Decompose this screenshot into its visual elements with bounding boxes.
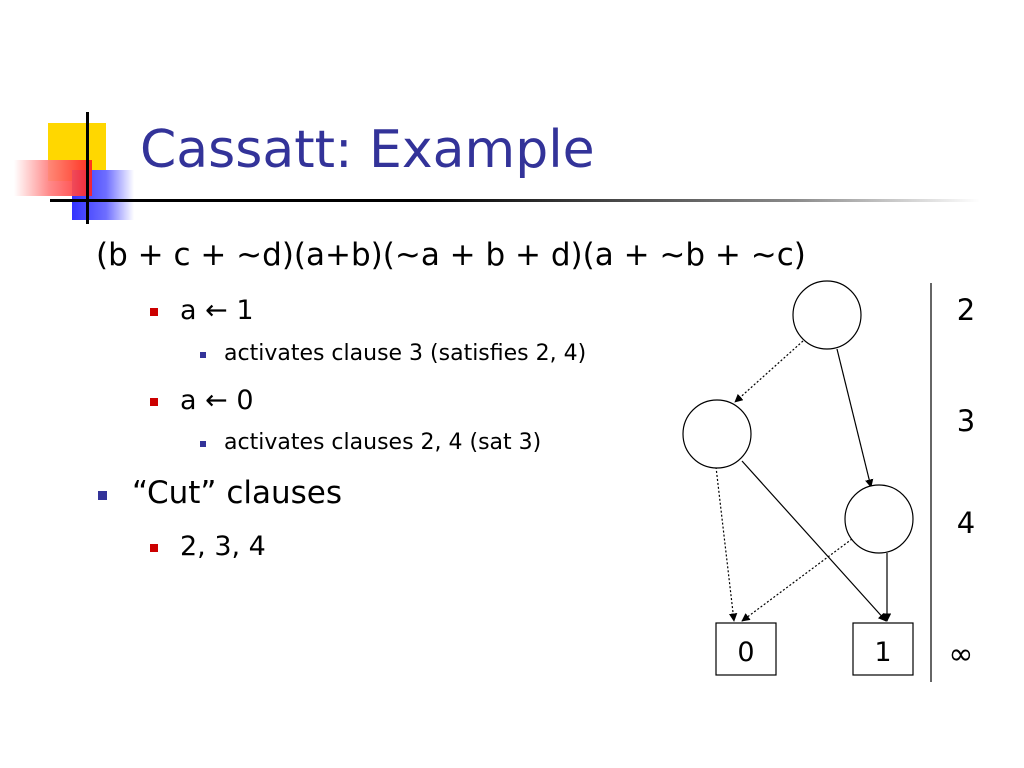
bullet-marker: [200, 441, 206, 447]
bullet-a-gets-1: a ← 1: [150, 295, 254, 326]
level-label-4: 4: [957, 506, 975, 540]
bullet-cut-clauses: “Cut” clauses: [98, 475, 342, 511]
bullet-text: a ← 0: [180, 385, 254, 416]
bullet-marker: [98, 491, 107, 500]
bullet-marker: [150, 398, 158, 406]
bullet-marker: [150, 544, 158, 552]
node-top: [792, 280, 862, 350]
edge-top-high: [836, 348, 874, 488]
bullet-text: activates clause 3 (satisfies 2, 4): [224, 341, 587, 366]
level-label-2: 2: [957, 293, 975, 327]
cnf-formula: (b + c + ~d)(a+b)(~a + b + d)(a + ~b + ~…: [96, 237, 806, 273]
node-left: [682, 399, 752, 469]
sub-bullet-a0-detail: activates clauses 2, 4 (sat 3): [200, 430, 542, 455]
bullet-a-gets-0: a ← 0: [150, 385, 254, 416]
edge-top-low: [734, 340, 804, 403]
bullet-text: “Cut” clauses: [132, 475, 342, 511]
slide-title: Cassatt: Example: [140, 120, 595, 180]
level-label-3: 3: [957, 404, 975, 438]
terminal-label-0: 0: [737, 637, 754, 668]
sub-bullet-a1-detail: activates clause 3 (satisfies 2, 4): [200, 341, 587, 366]
bullet-text: activates clauses 2, 4 (sat 3): [224, 430, 542, 455]
bullet-marker: [200, 352, 206, 358]
edge-left-high: [741, 460, 887, 622]
title-vertical-rule: [86, 112, 89, 224]
sub-bullet-cut-list: 2, 3, 4: [150, 531, 266, 562]
node-right: [844, 484, 914, 554]
terminal-box-0: [715, 622, 777, 676]
level-label-infinity: ∞: [949, 637, 974, 672]
red-deco-bar: [14, 160, 92, 196]
bullet-text: a ← 1: [180, 295, 254, 326]
edge-right-low: [741, 538, 853, 622]
terminal-box-1: [852, 622, 914, 676]
bullet-text: 2, 3, 4: [180, 531, 266, 562]
bullet-marker: [150, 308, 158, 316]
edge-left-low: [715, 466, 738, 622]
terminal-label-1: 1: [874, 637, 891, 668]
title-underline-rule: [50, 199, 980, 202]
